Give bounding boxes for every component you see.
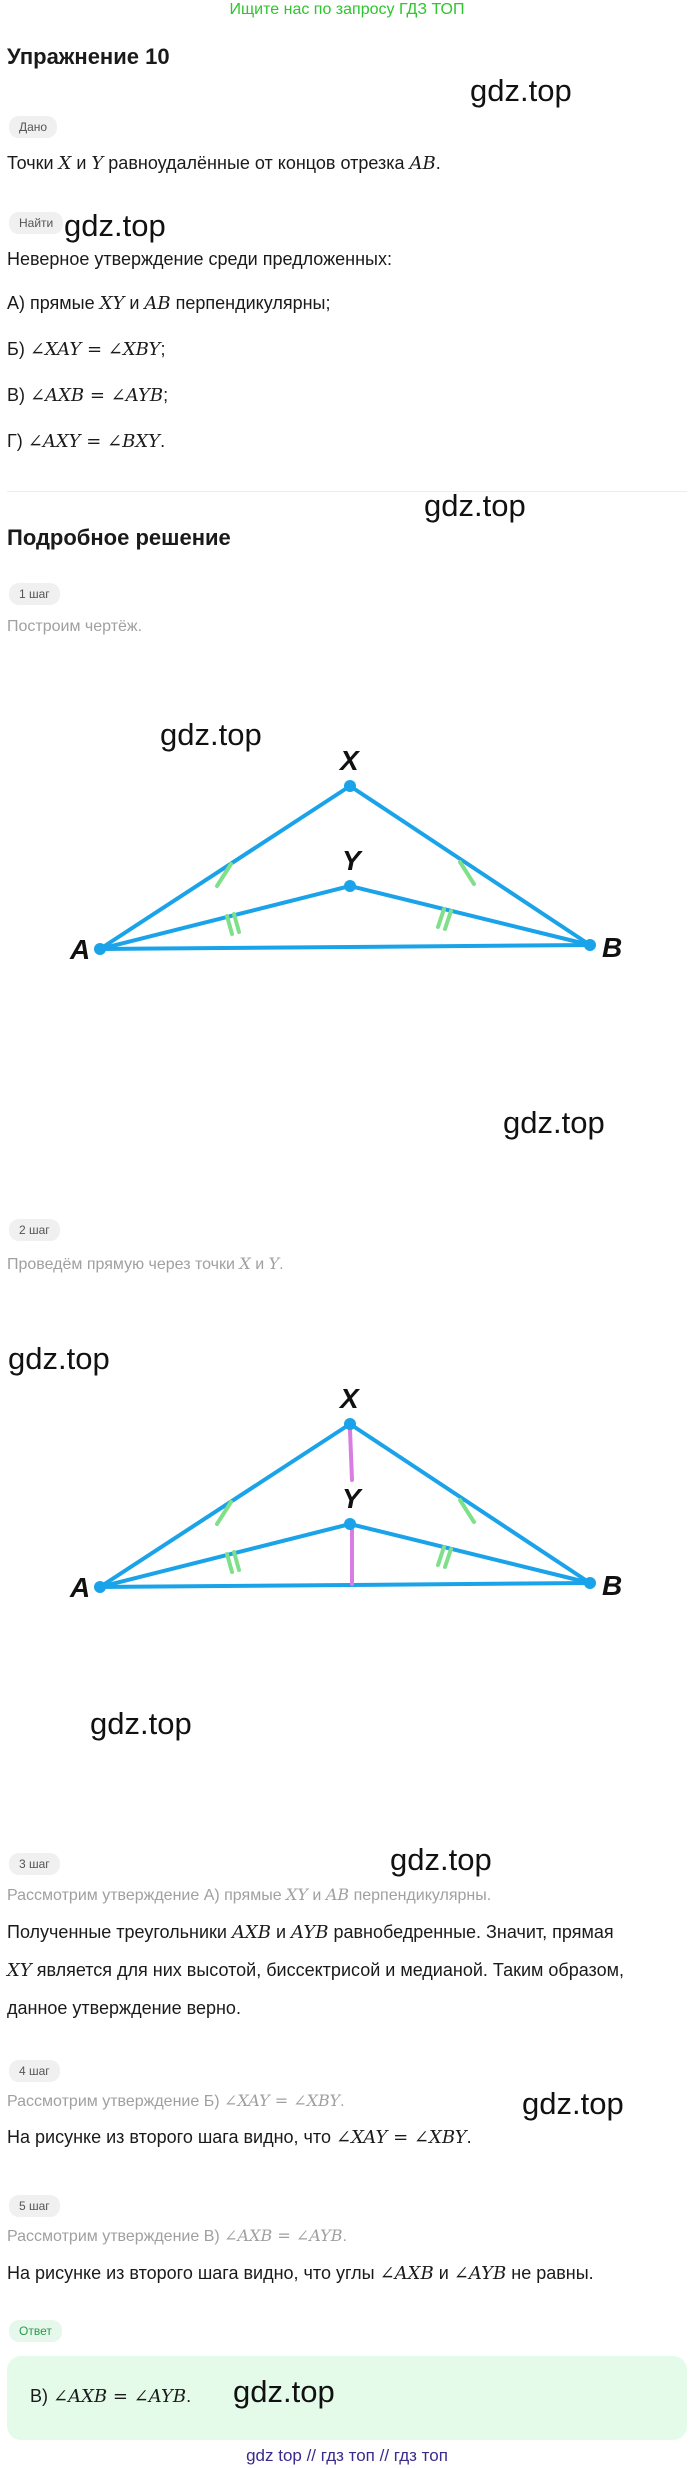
step-3-line-2: XY является для них высотой, биссектрисо… (7, 1960, 624, 1981)
point-label-y: Y (342, 845, 363, 876)
watermark: gdz.top (160, 717, 262, 752)
divider (7, 491, 687, 492)
point-label-a: A (69, 1572, 90, 1603)
step-1-text: Построим чертёж. (7, 618, 143, 635)
watermark: gdz.top (503, 1105, 605, 1140)
diagram-triangles-with-line: A B X Y (69, 1383, 622, 1603)
given-badge: Дано (9, 116, 58, 138)
search-banner[interactable]: Ищите нас по запросу ГДЗ ТОП (229, 1, 465, 18)
watermark: gdz.top (64, 208, 166, 243)
option-a: А) прямые XY и AB перпендикулярны; (7, 293, 331, 314)
point-label-b: B (602, 932, 622, 963)
step-2-text: Проведём прямую через точки X и Y. (7, 1254, 284, 1273)
watermark: gdz.top (424, 488, 526, 523)
footer-links[interactable]: gdz top // гдз топ // гдз топ (246, 2446, 448, 2465)
answer-badge: Ответ (9, 2320, 62, 2342)
given-text: Точки X и Y равноудалённые от концов отр… (7, 153, 441, 174)
point-label-x: X (338, 1383, 361, 1414)
find-badge: Найти (9, 212, 64, 234)
point-label-b: B (602, 1570, 622, 1601)
step-3-intro: Рассмотрим утверждение А) прямые XY и AB… (7, 1885, 492, 1904)
option-v: В) ∠AXB = ∠AYB; (7, 385, 169, 406)
answer-box (7, 2356, 687, 2440)
watermark: gdz.top (470, 73, 572, 108)
find-text: Неверное утверждение среди предложенных: (7, 249, 392, 269)
diagram-triangles: A B X Y (69, 745, 622, 965)
point-label-y: Y (342, 1483, 363, 1514)
step-badge: 3 шаг (9, 1853, 60, 1875)
point-label-x: X (338, 745, 361, 776)
step-badge: 1 шаг (9, 583, 60, 605)
watermark: gdz.top (90, 1706, 192, 1741)
watermark: gdz.top (390, 1842, 492, 1877)
watermark: gdz.top (233, 2374, 335, 2409)
step-5-intro: Рассмотрим утверждение В) ∠AXB = ∠AYB. (7, 2226, 347, 2245)
watermark: gdz.top (8, 1341, 110, 1376)
step-4-line-1: На рисунке из второго шага видно, что ∠X… (7, 2127, 472, 2148)
page-title: Упражнение 10 (7, 44, 170, 69)
step-badge: 2 шаг (9, 1219, 60, 1241)
step-badge: 4 шаг (9, 2060, 60, 2082)
option-g: Г) ∠AXY = ∠BXY. (7, 431, 166, 452)
step-4-intro: Рассмотрим утверждение Б) ∠XAY = ∠XBY. (7, 2091, 345, 2110)
option-b: Б) ∠XAY = ∠XBY; (7, 339, 166, 360)
step-3-line-1: Полученные треугольники AXB и AYB равноб… (7, 1922, 614, 1943)
step-5-line-1: На рисунке из второго шага видно, что уг… (7, 2263, 594, 2284)
solution-title: Подробное решение (7, 525, 231, 550)
watermark: gdz.top (522, 2086, 624, 2121)
step-badge: 5 шаг (9, 2195, 60, 2217)
point-label-a: A (69, 934, 90, 965)
step-3-line-3: данное утверждение верно. (7, 1998, 241, 2018)
answer-text: В) ∠AXB = ∠AYB. (30, 2386, 192, 2407)
